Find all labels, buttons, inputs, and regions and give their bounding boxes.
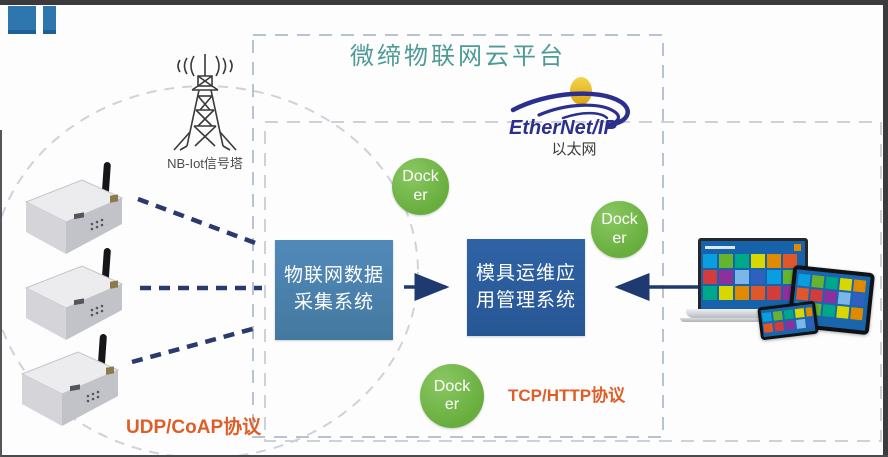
laptop-base-lip [680,318,832,322]
iot-gateway-device-icon [18,246,136,346]
docker-label-line: Dock [601,211,638,229]
slide-top-border [0,0,888,5]
uplink-line-device1 [137,196,259,247]
application-boundary [264,121,882,442]
slide-right-border [883,0,888,457]
udp-coap-protocol-label: UDP/CoAP协议 [126,417,262,438]
slide-bottom-border [0,455,888,457]
screen-title-bar [705,246,735,249]
box-label-line: 模具运维应 [475,262,576,284]
docker-label-line: er [444,396,460,413]
docker-label-line: er [612,229,627,247]
phone-screen [760,303,816,338]
docker-label-line: Dock [402,168,439,186]
cloud-platform-title: 微缔物联网云平台 [350,43,566,70]
iot-gateway-device-icon [14,332,132,432]
tcp-http-protocol-label: TCP/HTTP协议 [508,386,626,405]
iot-data-collect-system-box: 物联网数据 采集系统 [275,240,393,340]
slide-left-border [0,130,2,457]
cloud-platform-boundary [252,34,664,438]
nb-iot-tower-icon [150,46,260,154]
docker-label-line: Dock [433,377,471,395]
phone-tile-grid [761,307,814,333]
ethernet-ip-wordmark: EtherNet/IP [509,117,617,138]
laptop-base [686,309,826,318]
ethernet-label: 以太网 [551,141,597,158]
laptop-screen-header [703,243,803,252]
user-tile [794,244,801,251]
brand-logo-mark-small [43,6,56,34]
mold-ops-management-system-box: 模具运维应 用管理系统 [467,239,585,336]
box-label-line: 物联网数据 [283,265,384,287]
nb-iot-tower-label: NB-Iot信号塔 [167,156,243,171]
uplink-line-device3 [131,325,257,365]
ethernet-ip-logo: EtherNet/IP [505,76,643,139]
docker-node: Dock er [392,158,449,215]
client-devices-icon [680,230,885,350]
iot-gateway-device-icon [18,160,136,260]
laptop-tile-grid [703,254,803,300]
phone-icon [757,300,819,341]
box-label-line: 采集系统 [293,292,374,313]
docker-node: Dock er [591,201,648,258]
docker-node: Dock er [420,364,484,428]
box-label-line: 用管理系统 [475,289,576,311]
brand-logo-mark [8,6,36,34]
docker-label-line: er [413,186,428,204]
